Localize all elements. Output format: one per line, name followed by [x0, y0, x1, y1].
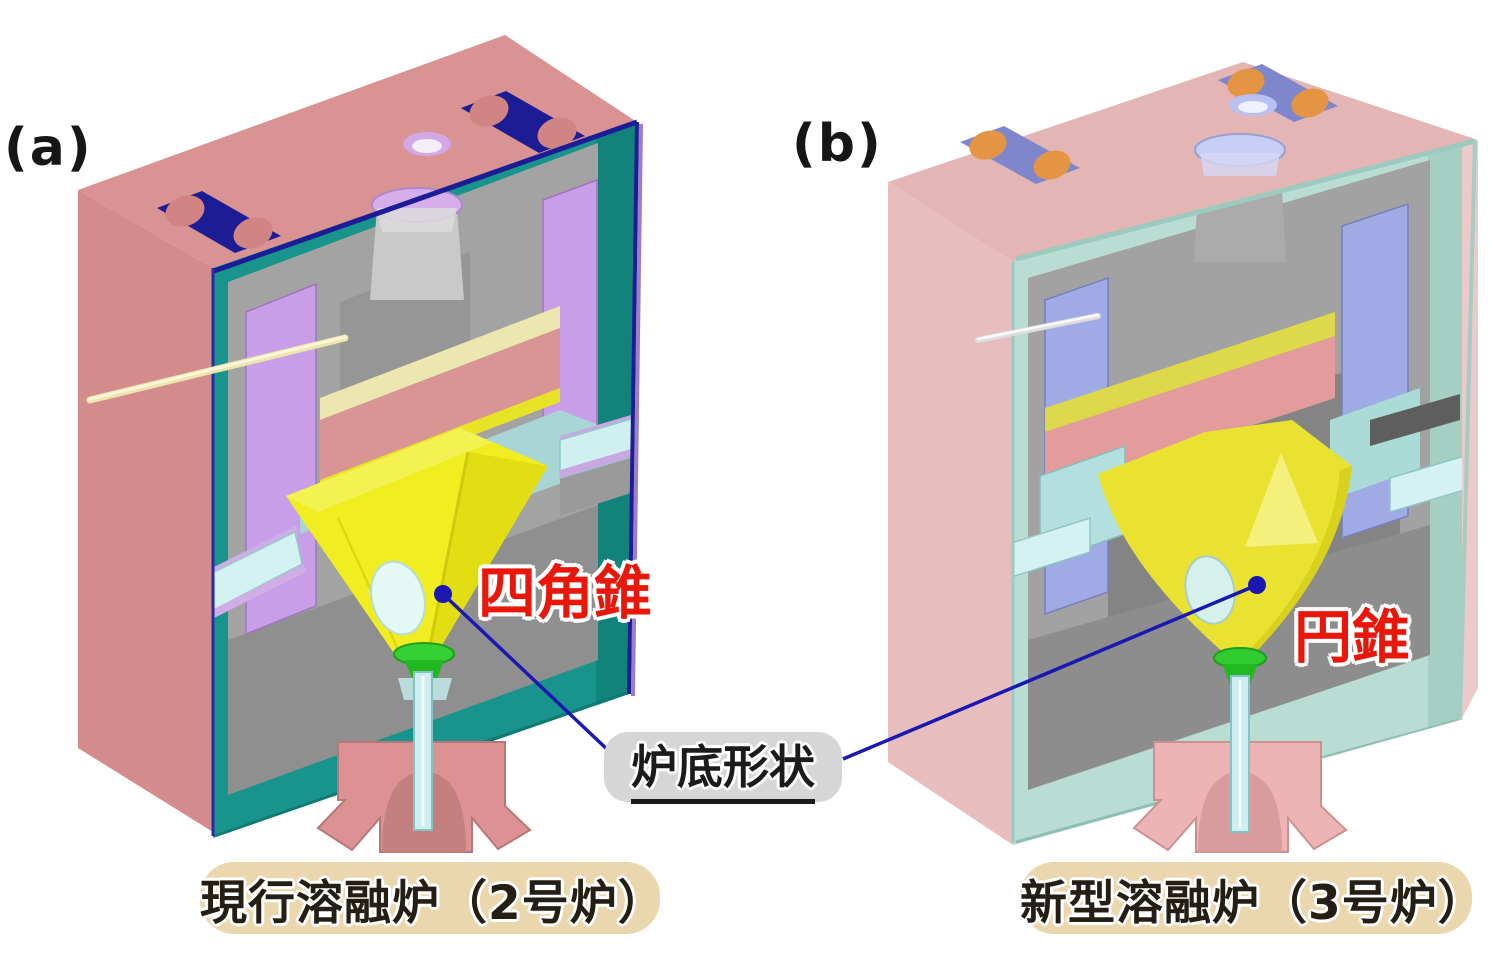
furnace-b-bottom-funnel-cone: [1098, 420, 1352, 660]
furnace-a-rod: [86, 334, 349, 404]
callout-line-b: [842, 583, 1258, 761]
panel-a-caption: 現行溶融炉（2号炉）: [200, 875, 666, 931]
furnace-a-top-hole: [403, 132, 451, 156]
furnace-a-drain-pipe: [413, 671, 433, 831]
callout-line-a: [441, 592, 612, 754]
panel-a-shape-label: 四角錐: [478, 559, 653, 627]
callout-dot-a: [434, 585, 452, 603]
furnace-b-side-pipe-left: [1013, 516, 1091, 584]
furnace-b-shell-top: [888, 62, 1478, 262]
panel-a-marker: (a): [4, 118, 93, 178]
furnace-bottom-shape-label-box: 炉底形状: [604, 731, 842, 804]
furnace-bottom-shape-label: 炉底形状: [631, 731, 815, 804]
furnace-b-illustration: [888, 62, 1478, 853]
furnace-a-funnel-hole: [370, 560, 426, 636]
furnace-b-port-plate: [960, 126, 1080, 184]
annotation-lines: [434, 576, 1266, 761]
furnace-a-shell-side: [78, 190, 213, 832]
panel-b-marker: (b): [792, 114, 883, 174]
panel-b-shape-label: 円錐: [1294, 603, 1411, 671]
furnace-b-top-hole: [1229, 94, 1277, 116]
furnace-b-melt-layer-yellow: [1045, 312, 1335, 432]
furnace-b-side-pipe-right: [1389, 450, 1475, 514]
furnace-b-shell-side: [888, 182, 1013, 845]
furnace-a-melt-layer-salmon: [320, 328, 560, 480]
furnace-a-port-plate: [461, 91, 585, 153]
callout-dot-b: [1248, 576, 1266, 594]
furnace-a-melt-layer-cream: [320, 306, 560, 420]
furnace-a-port-plate: [157, 191, 281, 253]
furnace-a-illustration: [78, 35, 643, 853]
panel-b-caption: 新型溶融炉（3号炉）: [1020, 875, 1486, 931]
furnace-b-rod: [975, 313, 1101, 343]
furnace-b-funnel-hole: [1184, 555, 1236, 625]
furnace-b-drain-pipe: [1230, 675, 1250, 833]
furnace-a-side-pipe-right: [559, 410, 637, 516]
panel-b-caption-box: 新型溶融炉（3号炉）: [1020, 862, 1486, 934]
furnace-a-side-pipe-left: [213, 526, 306, 620]
furnace-b-port-plate: [1218, 64, 1338, 122]
panel-a-caption-box: 現行溶融炉（2号炉）: [200, 862, 666, 934]
